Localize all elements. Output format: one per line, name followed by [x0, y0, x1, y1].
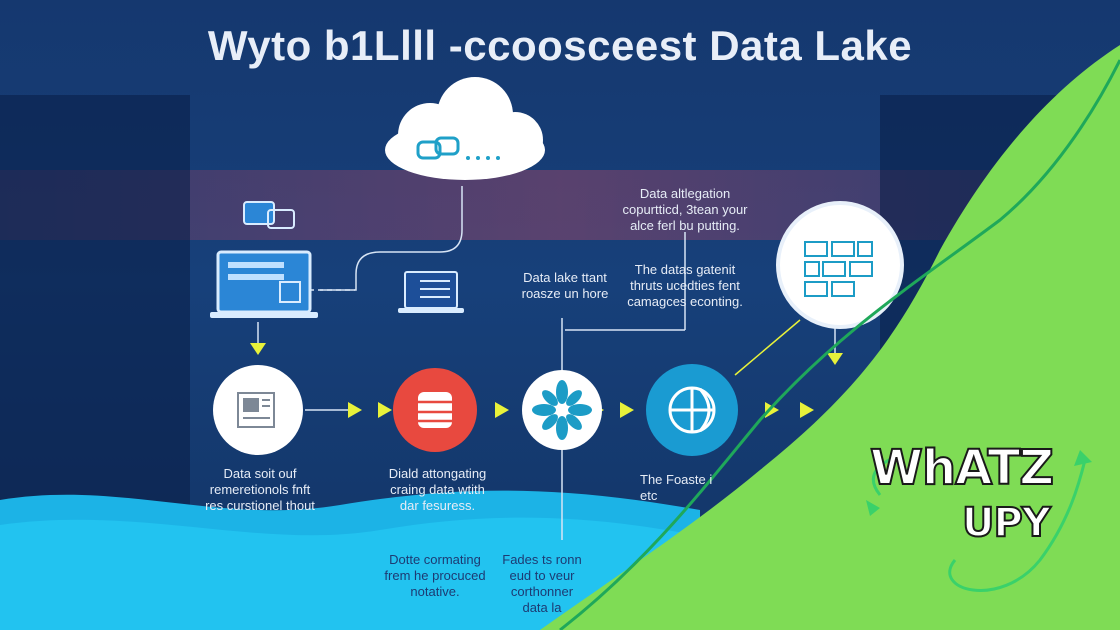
grid-connector — [734, 319, 801, 376]
node-analytics — [646, 364, 738, 456]
laptop-icon — [210, 250, 318, 318]
arrow-6 — [765, 402, 779, 418]
globe-icon — [668, 386, 716, 434]
logo-line-1: WhATZ — [869, 439, 1055, 497]
node-catalog — [776, 201, 904, 329]
arrow-down-source — [250, 343, 266, 355]
node-storage — [393, 368, 477, 452]
water-wave-front — [0, 517, 720, 630]
brand-logo: WhATZ UPY — [860, 439, 1110, 560]
logo-swoosh — [866, 450, 1092, 592]
arrow-5 — [620, 402, 634, 418]
arrow-down-grid — [827, 353, 843, 365]
logo-line-2: UPY — [961, 499, 1052, 547]
grid-icon — [804, 241, 873, 297]
arrow-1 — [348, 402, 362, 418]
node-source — [213, 365, 303, 455]
flower-icon — [532, 380, 592, 440]
green-overlay-shape — [540, 45, 1120, 630]
page-title: Wyto b1Llll -ccoosceest Data Lake — [207, 22, 913, 69]
chat-icon — [243, 201, 295, 229]
arrow-7 — [800, 402, 814, 418]
database-icon — [418, 392, 452, 428]
laptop-small-icon — [398, 271, 464, 313]
arrow-2 — [378, 402, 392, 418]
arrow-3 — [495, 402, 509, 418]
cloud-icon — [385, 77, 545, 180]
document-icon — [237, 392, 275, 428]
cloud-connector — [320, 186, 463, 291]
green-curve-line — [559, 59, 1120, 630]
background-wall-left — [0, 95, 190, 515]
node-processing — [522, 370, 602, 450]
